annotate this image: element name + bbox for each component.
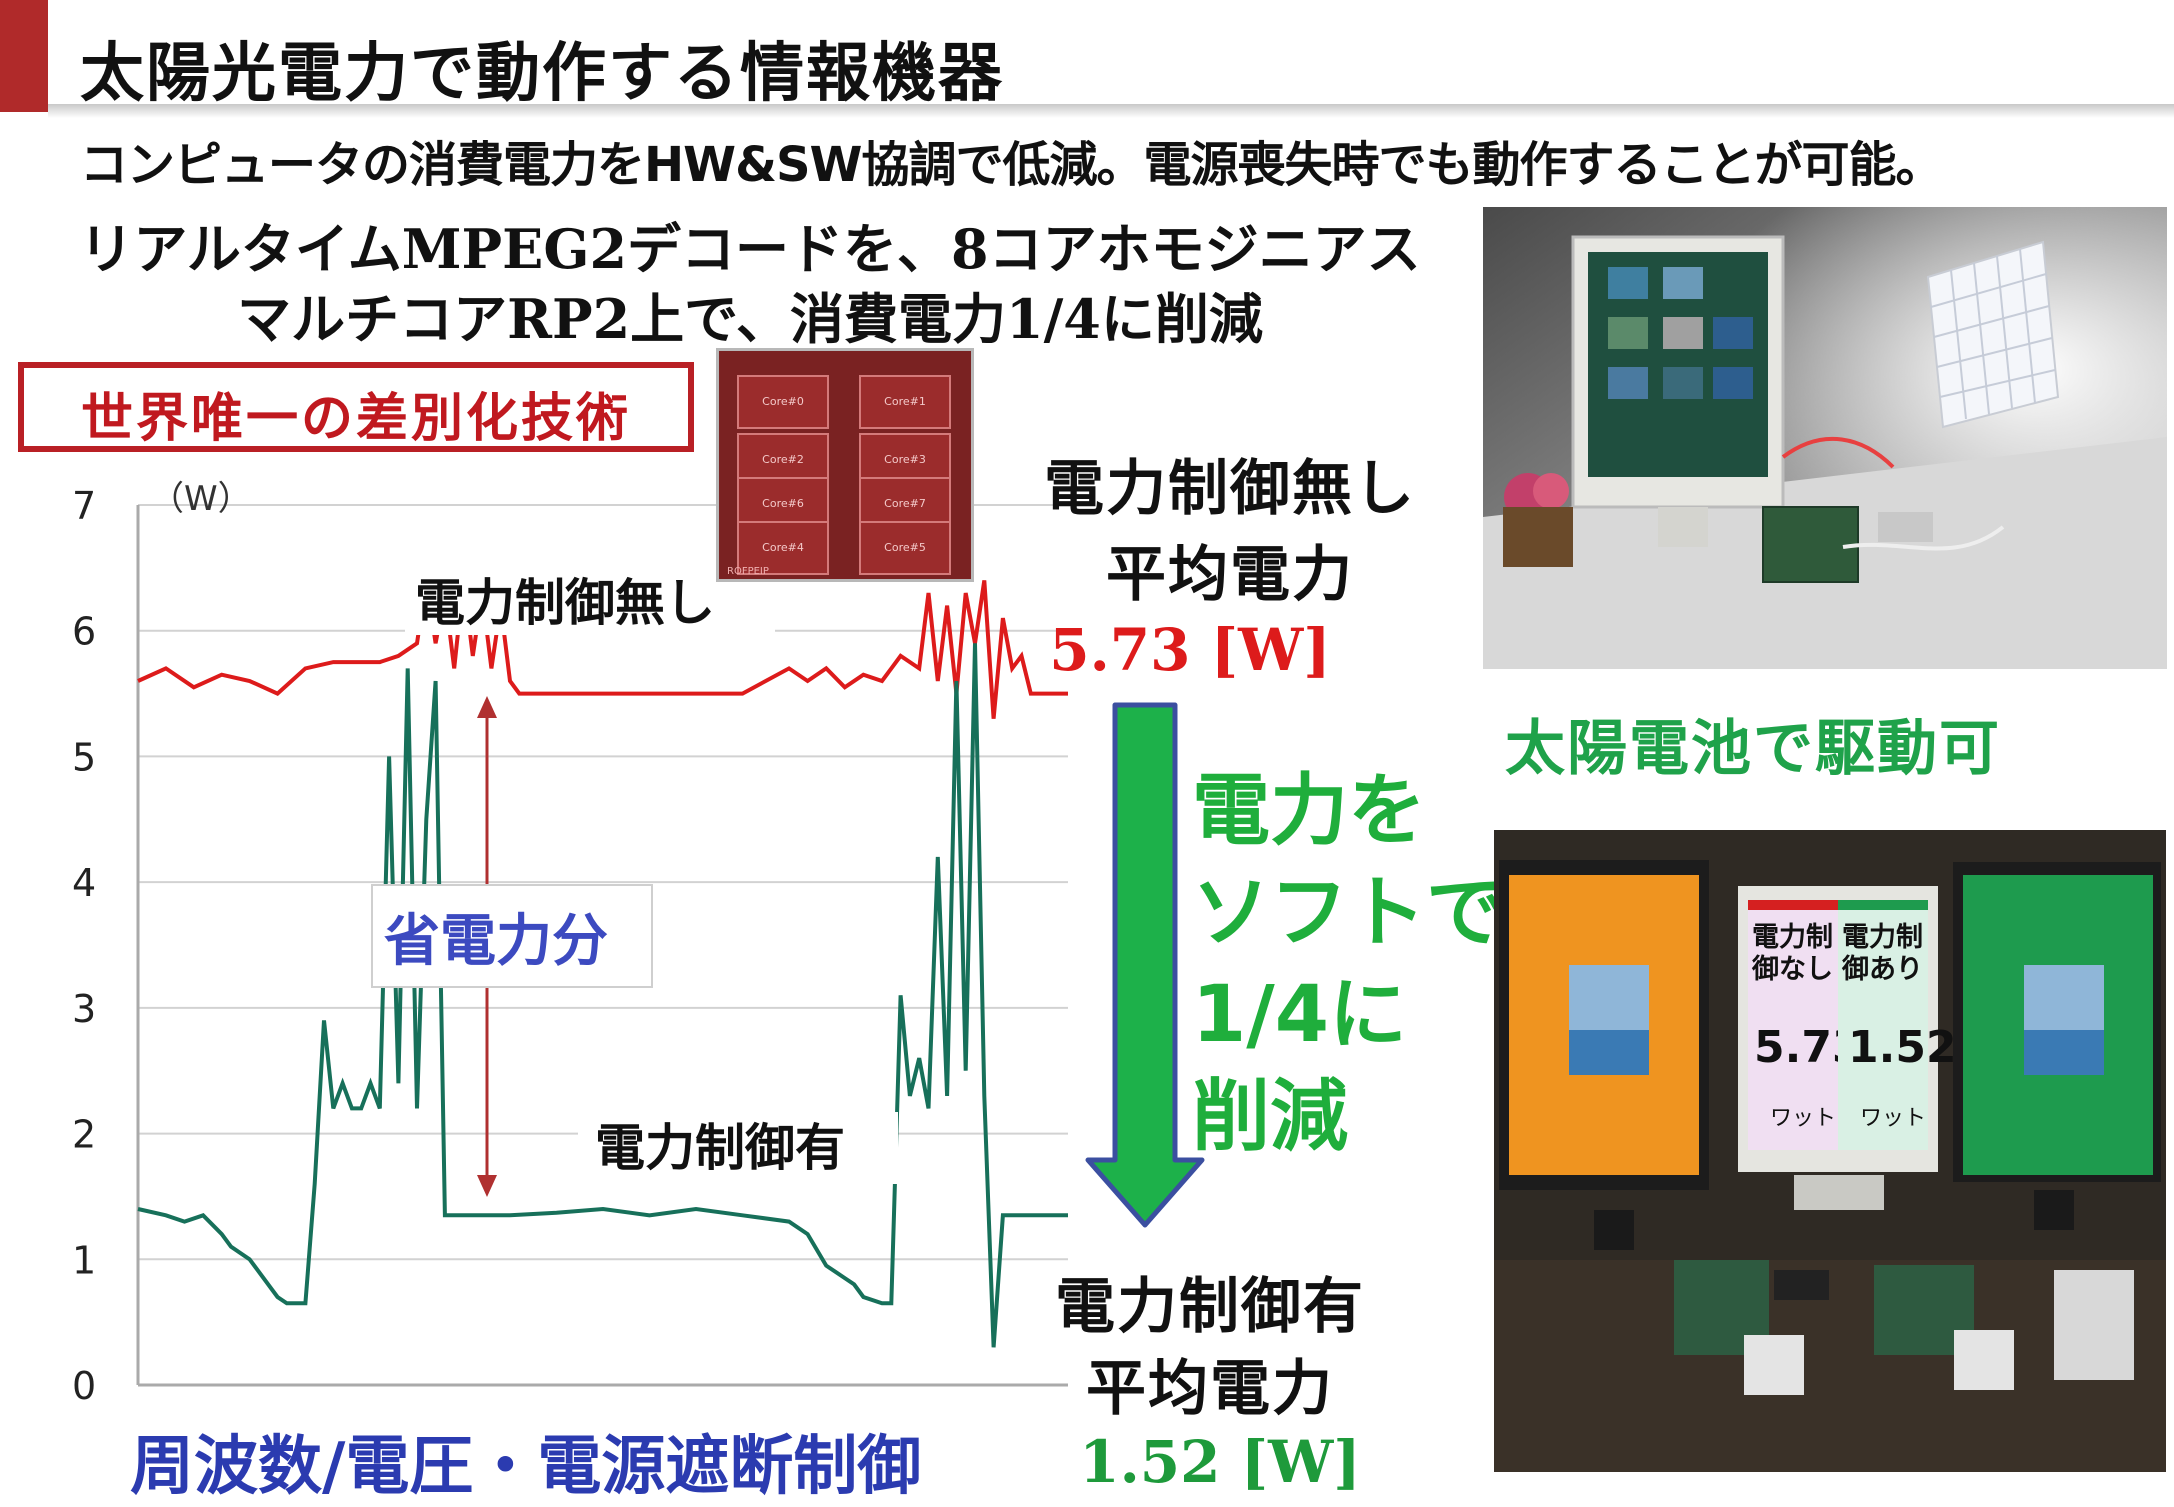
y-tick-label: 6: [72, 610, 96, 654]
chip-core: Core#5: [859, 521, 951, 575]
lead-line-1: リアルタイムMPEG2デコードを、8コアホモジニアス: [79, 217, 1421, 281]
monitor-col1-unit: ワット: [1770, 1106, 1837, 1131]
y-tick-label: 7: [72, 484, 96, 528]
y-tick-labels: 0 1 2 3 4 5 6 7: [72, 484, 96, 1408]
unique-tech-text: 世界唯一の差別化技術: [80, 389, 631, 449]
no-control-value: 5.73 [W]: [1049, 616, 1331, 684]
page-subtitle: コンピュータの消費電力をHW&SW協調で低減。電源喪失時でも動作することが可能。: [80, 137, 1943, 193]
chip-core: Core#1: [859, 375, 951, 429]
reduction-line: 削減: [1192, 1072, 1349, 1162]
label-no-control: 電力制御無し: [415, 574, 715, 632]
series-no-control-line: [137, 580, 1068, 719]
reduction-line: ソフトで: [1192, 868, 1505, 958]
reduction-arrow: [1085, 702, 1205, 1228]
monitor-col2-value: 1.52: [1848, 1022, 1957, 1073]
rp2-chip-image: Core#0 Core#1 Core#2 Core#3 Core#6 Core#…: [716, 348, 974, 582]
monitor-col-with-control: 電力制 御あり 1.52 ワット: [1838, 900, 1957, 1150]
monitor-col2-title-2: 御あり: [1842, 954, 1923, 985]
monitor-comparison-photo: 電力制 御なし 5.73 ワット 電力制 御あり 1.52 ワット: [1494, 830, 2166, 1472]
chip-core: Core#0: [737, 375, 829, 429]
reduction-line: 1/4に: [1192, 970, 1408, 1060]
monitor-col2-unit: ワット: [1860, 1106, 1927, 1131]
control-method-caption: 周波数/電圧・電源遮断制御: [130, 1430, 922, 1504]
lead-line-2: マルチコアRP2上で、消費電力1/4に削減: [237, 287, 1263, 351]
chip-core: Core#4: [737, 521, 829, 575]
title-accent-bar: [0, 0, 48, 112]
y-tick-label: 4: [72, 861, 96, 905]
no-control-avg-label: 平均電力: [1106, 540, 1354, 610]
power-chart: 0 1 2 3 4 5 6 7 （W） 電力制御無し 省電力分 電力制御有: [72, 479, 1068, 1408]
series-with-control-line: [137, 643, 1068, 1348]
no-control-title: 電力制御無し: [1044, 454, 1416, 524]
with-control-title: 電力制御有: [1055, 1272, 1365, 1342]
y-tick-label: 1: [72, 1238, 96, 1282]
monitor-col1-title-1: 電力制: [1752, 922, 1833, 953]
y-axis-unit: （W）: [150, 479, 252, 519]
reduction-text: 電力を ソフトで 1/4に 削減: [1192, 760, 1504, 1168]
monitor-screen-center: 電力制 御なし 5.73 ワット 電力制 御あり 1.52 ワット: [1748, 900, 1957, 1150]
label-saving: 省電力分: [384, 909, 608, 974]
title-divider: [48, 104, 2174, 118]
monitor-col1-title-2: 御なし: [1752, 954, 1833, 985]
y-tick-label: 3: [72, 987, 96, 1031]
unique-tech-badge: 世界唯一の差別化技術: [18, 362, 694, 452]
with-control-value: 1.52 [W]: [1079, 1428, 1361, 1496]
reduction-line: 電力を: [1192, 766, 1427, 856]
label-with-control: 電力制御有: [595, 1119, 845, 1177]
monitor-col2-title-1: 電力制: [1842, 922, 1923, 953]
y-tick-label: 2: [72, 1113, 96, 1157]
y-tick-label: 0: [72, 1364, 96, 1408]
solar-drive-caption: 太陽電池で駆動可: [1505, 714, 2001, 784]
solar-setup-photo: [1483, 207, 2167, 669]
chip-label: ROFPEIP: [727, 566, 769, 577]
with-control-avg-label: 平均電力: [1086, 1354, 1334, 1424]
page-title: 太陽光電力で動作する情報機器: [80, 37, 1004, 111]
monitor-col-no-control: 電力制 御なし 5.73 ワット: [1748, 900, 1863, 1150]
y-tick-label: 5: [72, 735, 96, 779]
